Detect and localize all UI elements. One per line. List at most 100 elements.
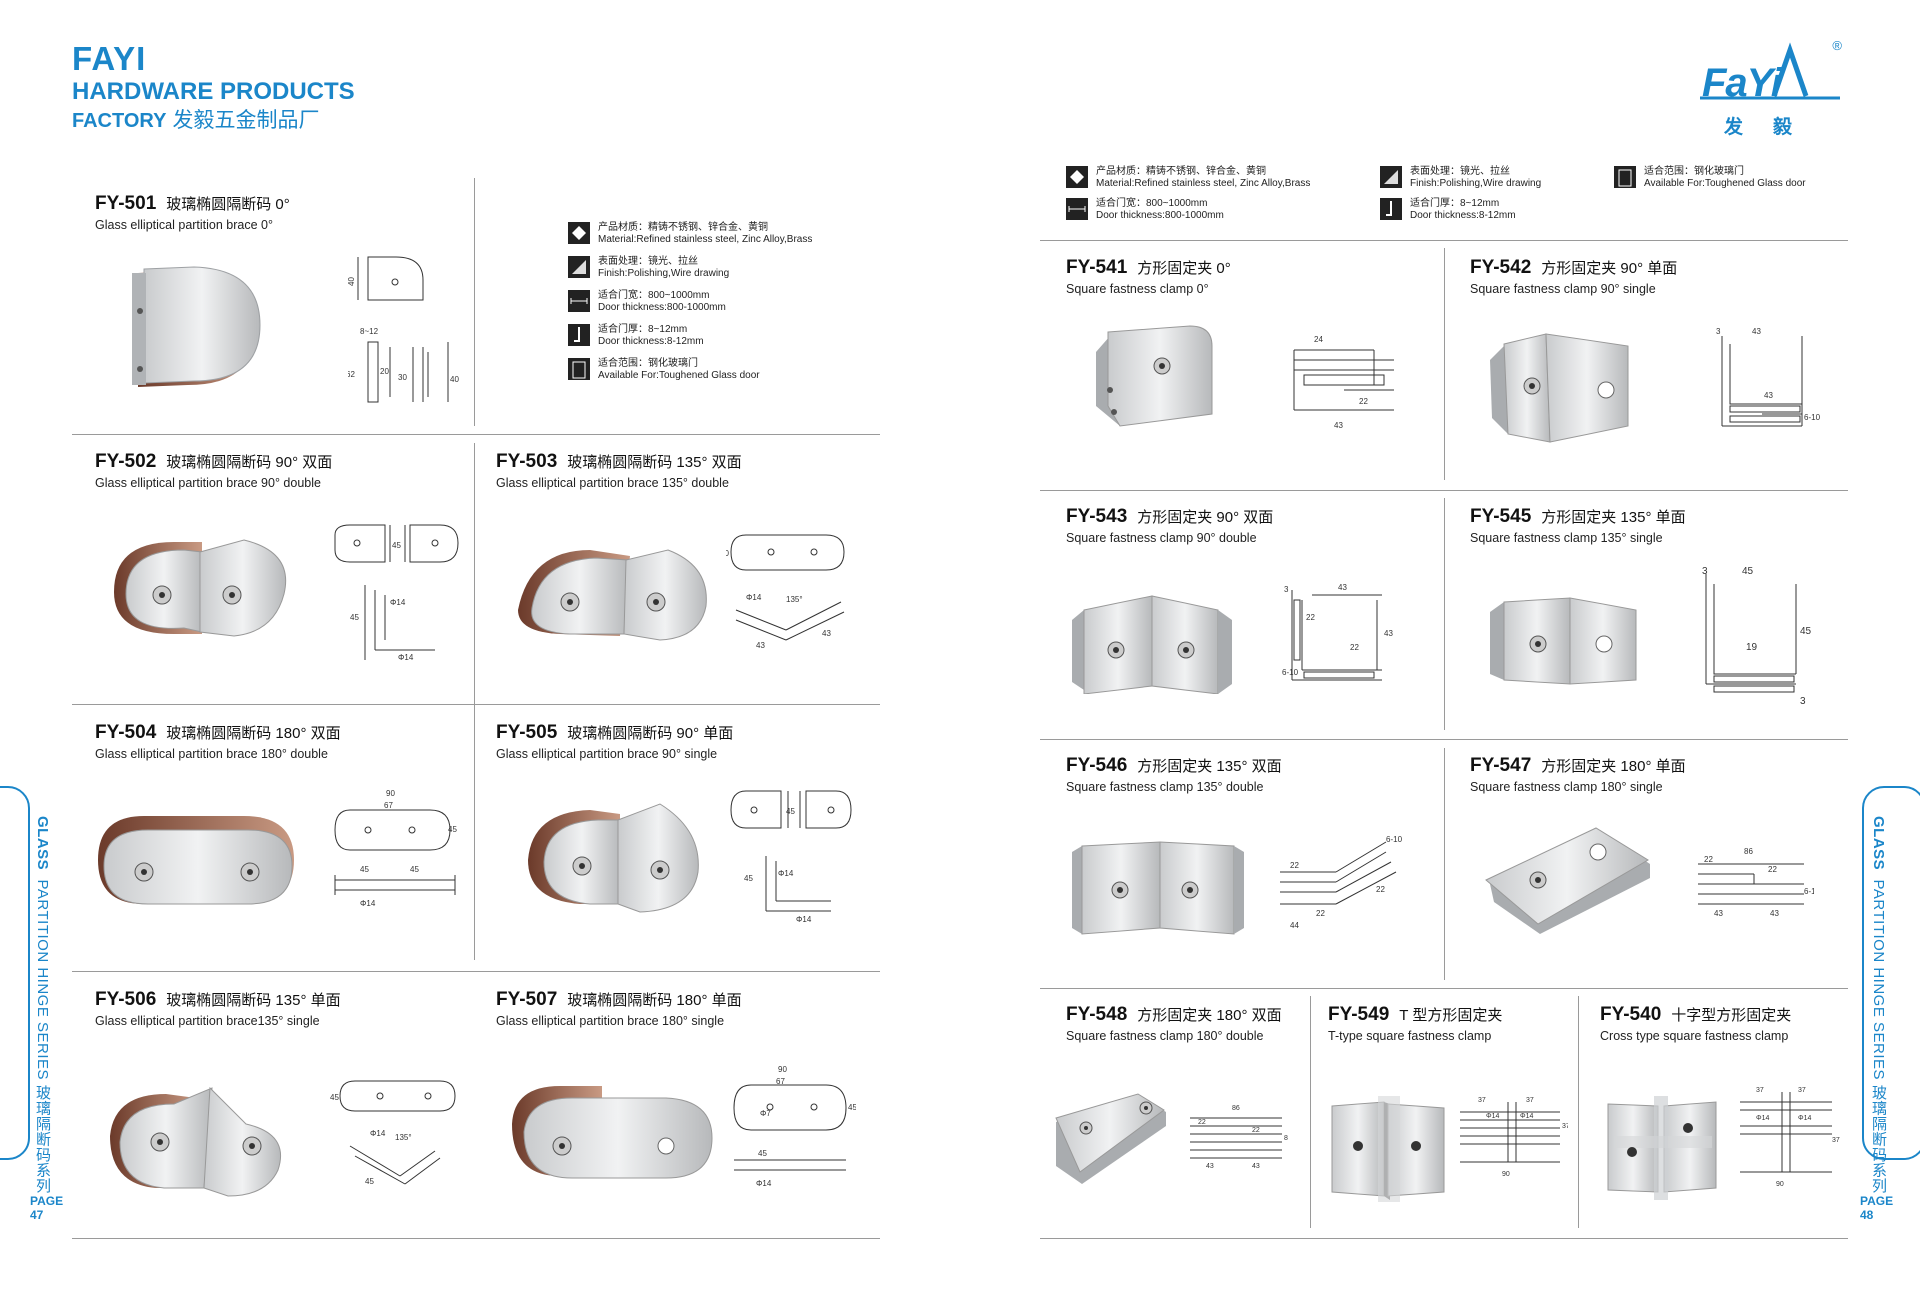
dim-label: 40 bbox=[348, 277, 356, 286]
dim-label: 43 bbox=[756, 641, 765, 650]
dim-label: 37 bbox=[1832, 1137, 1840, 1144]
dim-label: 44 bbox=[1290, 921, 1299, 930]
dim-label: 43 bbox=[1770, 909, 1779, 918]
product-photo bbox=[1485, 827, 1650, 934]
dim-label: 90 bbox=[1502, 1171, 1510, 1178]
dim-label: 6-10 bbox=[1282, 668, 1299, 677]
product-name-en: Square fastness clamp 135° single bbox=[1470, 531, 1663, 545]
product-photo bbox=[1072, 841, 1244, 935]
product-code: FY-545 bbox=[1470, 506, 1532, 527]
dim-label: 43 bbox=[1752, 327, 1761, 336]
product-name-cn: 玻璃椭圆隔断码 180° 单面 bbox=[567, 992, 742, 1009]
dim-label: 3 bbox=[1702, 566, 1708, 577]
dim-label: 22 bbox=[1359, 397, 1368, 406]
dim-label: 43 bbox=[1206, 1163, 1214, 1170]
dim-label: Φ14 bbox=[778, 869, 794, 878]
dim-label: 22 bbox=[1316, 909, 1325, 918]
right-side-label: GLASS PARTITION HINGE SERIES 玻璃隔断码系列 bbox=[1870, 816, 1887, 1194]
product-code: FY-540 bbox=[1600, 1004, 1662, 1025]
product-code: FY-543 bbox=[1066, 506, 1128, 527]
dim-label: 43 bbox=[1384, 629, 1393, 638]
divider bbox=[1310, 996, 1311, 1228]
product-name-en: Glass elliptical partition brace 180° do… bbox=[95, 747, 328, 761]
spec-finish-text: 表面处理：镜光、拉丝 Finish:Polishing,Wire drawing bbox=[1410, 166, 1542, 189]
product-photo bbox=[528, 803, 699, 913]
door-width-icon bbox=[1066, 198, 1088, 220]
dim-label: 90 bbox=[386, 789, 395, 798]
dim-label: 22 bbox=[1252, 1127, 1260, 1134]
product-name-en: Square fastness clamp 90° double bbox=[1066, 531, 1257, 545]
dim-label: Φ14 bbox=[746, 593, 762, 602]
logo-mark-icon bbox=[1700, 42, 1840, 100]
product-name-cn: 玻璃椭圆隔断码 135° 单面 bbox=[166, 992, 341, 1009]
dim-label: 22 bbox=[1376, 885, 1385, 894]
product-name-en: Square fastness clamp 180° single bbox=[1470, 780, 1663, 794]
product-code: FY-549 bbox=[1328, 1004, 1390, 1025]
divider bbox=[1040, 1238, 1848, 1239]
dim-label: 22 bbox=[1768, 865, 1777, 874]
dim-label: Φ14 bbox=[1486, 1113, 1499, 1120]
dim-label: 43 bbox=[1252, 1163, 1260, 1170]
dim-label: Φ14 bbox=[398, 653, 414, 662]
dim-label: 45 bbox=[758, 1149, 767, 1158]
product-photo bbox=[1096, 325, 1213, 427]
divider bbox=[1444, 748, 1445, 980]
dim-label: 86 bbox=[1232, 1105, 1240, 1112]
divider bbox=[474, 178, 475, 426]
product-name-cn: 方形固定夹 135° 单面 bbox=[1541, 509, 1686, 526]
product-photo bbox=[1072, 595, 1232, 694]
glass-door-icon bbox=[1614, 166, 1636, 188]
divider bbox=[1040, 988, 1848, 989]
spec-finish-text: 表面处理：镜光、拉丝 Finish:Polishing,Wire drawing bbox=[598, 256, 730, 279]
product-name-en: Cross type square fastness clamp bbox=[1600, 1029, 1789, 1043]
product-code: FY-542 bbox=[1470, 257, 1532, 278]
left-side-tab bbox=[0, 786, 30, 1160]
spec-door-width: 适合门宽：800~1000mm Door thickness:800-1000m… bbox=[1066, 198, 1224, 222]
divider bbox=[72, 971, 880, 972]
dim-label: 62 bbox=[348, 370, 355, 379]
dim-label: 40 bbox=[450, 375, 459, 384]
right-side-tab bbox=[1862, 786, 1920, 1160]
dim-label: 67 bbox=[776, 1077, 785, 1086]
product-photo bbox=[132, 266, 261, 387]
product-name-en: Square fastness clamp 0° bbox=[1066, 282, 1209, 296]
dim-label: Φ14 bbox=[1520, 1113, 1533, 1120]
dim-label: 24 bbox=[1314, 335, 1323, 344]
dim-label: 37 bbox=[1478, 1097, 1486, 1104]
spec-scope-text: 适合范围：钢化玻璃门 Available For:Toughened Glass… bbox=[598, 358, 760, 381]
dim-label: 6-10 bbox=[1804, 413, 1821, 422]
technical-drawing: 37 37 Φ14 Φ14 37 90 bbox=[1460, 1097, 1568, 1178]
product-code: FY-504 bbox=[95, 722, 157, 743]
dim-label: Φ14 bbox=[756, 1179, 772, 1188]
product-name-cn: 玻璃椭圆隔断码 180° 双面 bbox=[166, 725, 341, 742]
dim-label: 37 bbox=[1526, 1097, 1534, 1104]
product-name-en: Square fastness clamp 180° double bbox=[1066, 1029, 1264, 1043]
technical-drawing: 40 62 8~12 20 30 40 bbox=[348, 256, 459, 403]
product-name-cn: 方形固定夹 180° 双面 bbox=[1137, 1007, 1282, 1024]
dim-label: 45 bbox=[1800, 626, 1812, 637]
spec-finish: 表面处理：镜光、拉丝 Finish:Polishing,Wire drawing bbox=[568, 256, 729, 280]
product-photo bbox=[114, 539, 287, 637]
product-photo bbox=[518, 549, 707, 641]
dim-label: 22 bbox=[1704, 855, 1713, 864]
spec-scope-text: 适合范围：钢化玻璃门 Available For:Toughened Glass… bbox=[1644, 166, 1806, 189]
spec-door-width-text: 适合门宽：800~1000mm Door thickness:800-1000m… bbox=[598, 290, 726, 313]
spec-material: 产品材质：精铸不锈钢、锌合金、黄铜 Material:Refined stain… bbox=[1066, 166, 1310, 190]
spec-finish: 表面处理：镜光、拉丝 Finish:Polishing,Wire drawing bbox=[1380, 166, 1541, 190]
dim-label: 45 bbox=[330, 1093, 339, 1102]
dim-label: 20 bbox=[380, 367, 389, 376]
logo-registered: ® bbox=[1832, 38, 1842, 53]
spec-material-text: 产品材质：精铸不锈钢、锌合金、黄铜 Material:Refined stain… bbox=[598, 222, 813, 245]
dim-label: Φ14 bbox=[360, 899, 376, 908]
dim-label: 135° bbox=[786, 595, 803, 604]
spec-scope: 适合范围：钢化玻璃门 Available For:Toughened Glass… bbox=[1614, 166, 1806, 190]
dim-label: 6-10 bbox=[1804, 887, 1814, 896]
product-code: FY-547 bbox=[1470, 755, 1532, 776]
divider bbox=[474, 443, 475, 960]
page-number-48: PAGE 48 bbox=[1860, 1194, 1894, 1222]
